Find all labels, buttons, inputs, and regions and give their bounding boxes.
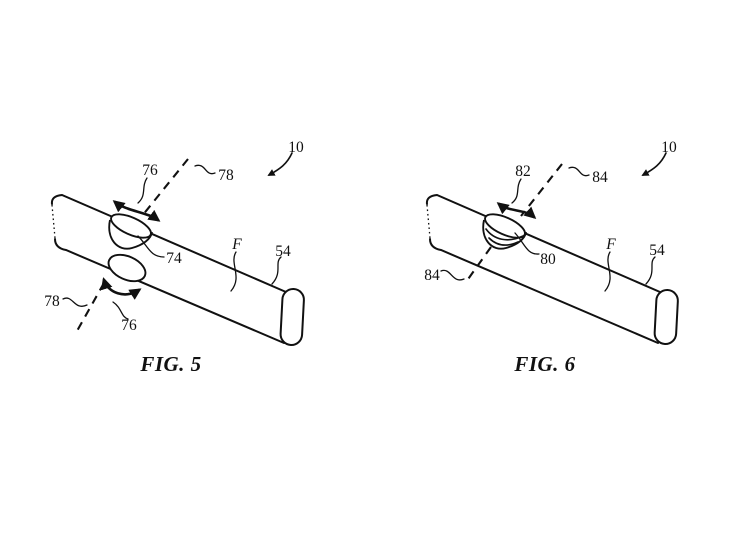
band-bottom-edge [54, 238, 285, 344]
label-76-bottom: 76 [121, 317, 137, 334]
band-top-edge [50, 193, 287, 293]
band-top-edge [425, 193, 661, 293]
leader-84-top [568, 166, 590, 177]
leader-76-top [137, 177, 148, 204]
rotation-arrow-bottom-icon [100, 277, 142, 300]
label-74: 74 [166, 250, 182, 267]
button-80-stripe [488, 237, 519, 246]
leader-54 [271, 256, 282, 285]
label-54: 54 [275, 243, 291, 260]
rotation-axis-bottom-dashed [76, 282, 105, 332]
leader-84-bottom [440, 269, 465, 281]
leader-80 [514, 232, 540, 255]
label-F: F [605, 236, 616, 253]
label-78-bottom: 78 [44, 293, 60, 310]
rotation-arrow-top-icon [112, 200, 161, 222]
caption-fig-5: FIG. 5 [139, 352, 201, 376]
rotation-arrow-icon [496, 202, 537, 219]
band-hidden-left-edge [51, 204, 56, 239]
leader-78-bottom [62, 297, 88, 307]
band-bottom-edge [429, 238, 659, 344]
label-84-top: 84 [592, 169, 608, 186]
band-end-cap [279, 288, 305, 346]
figure-6: 10 82 84 80 F 54 84 FIG. 6 [424, 139, 679, 376]
caption-fig-6: FIG. 6 [513, 352, 575, 376]
leader-82 [511, 178, 522, 204]
assembly-pointer-arrow-icon [641, 152, 667, 176]
leader-F [230, 251, 237, 292]
label-78-top: 78 [218, 167, 234, 184]
band-hidden-left-edge [426, 204, 431, 239]
band-face [55, 196, 288, 343]
label-54: 54 [649, 242, 665, 259]
leader-54 [645, 256, 656, 285]
band-face [430, 195, 662, 343]
leader-76-bottom [112, 301, 129, 320]
label-76-top: 76 [142, 162, 158, 179]
label-80: 80 [540, 251, 556, 268]
assembly-pointer-arrow-icon [267, 152, 293, 176]
label-10: 10 [288, 139, 304, 156]
figure-5: 10 76 78 74 F 54 78 76 FIG. 5 [44, 139, 305, 376]
leader-F [604, 251, 611, 292]
label-84-bottom: 84 [424, 267, 440, 284]
leader-74 [137, 235, 165, 258]
rotation-axis-bottom-dashed [465, 246, 492, 283]
label-F: F [231, 236, 242, 253]
band-end-cap [653, 289, 679, 345]
label-10: 10 [661, 139, 677, 156]
rotation-axis-top-dashed [520, 163, 563, 217]
label-82: 82 [515, 163, 531, 180]
leader-78-top [194, 164, 216, 175]
